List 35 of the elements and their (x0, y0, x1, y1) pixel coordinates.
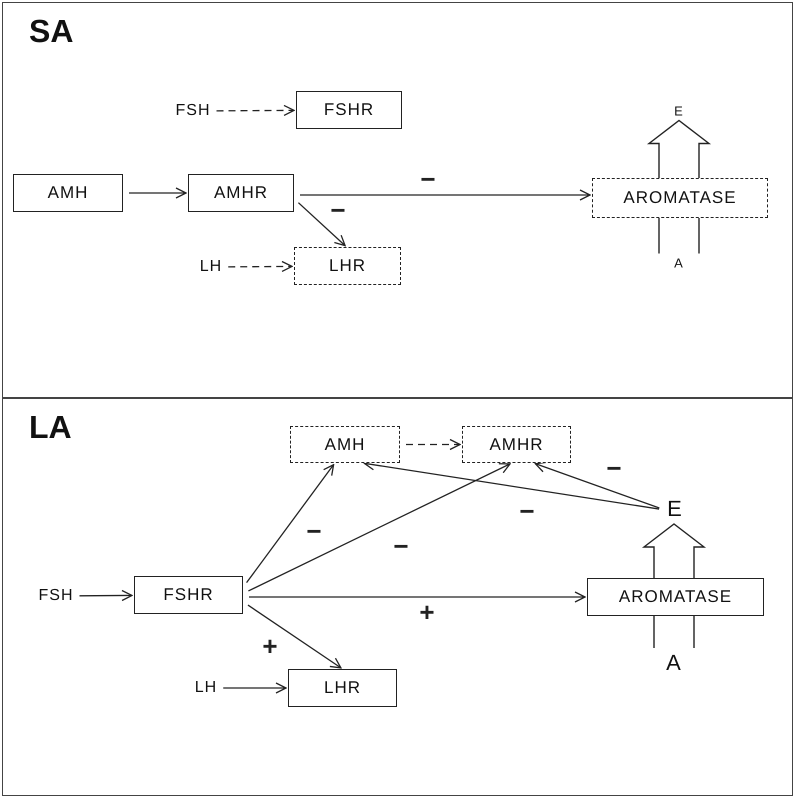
panel-background (2, 398, 793, 796)
process-box: FSHR (296, 91, 402, 129)
arrow (534, 462, 660, 509)
dashed-box: AMHR (462, 426, 571, 463)
node-label: E (674, 104, 684, 118)
arrow (129, 187, 187, 199)
node-label: FSH (176, 102, 210, 120)
arrow (298, 202, 346, 246)
arrow (249, 591, 586, 603)
process-box: LHR (288, 669, 397, 707)
arrow (228, 260, 293, 272)
arrow (406, 438, 461, 450)
arrow (248, 604, 342, 669)
node-label: E (667, 496, 683, 522)
node-label: A (674, 256, 684, 270)
process-box: FSHR (134, 576, 243, 614)
process-box: AMH (13, 174, 123, 212)
arrow (80, 590, 133, 602)
arrow (300, 189, 591, 201)
arrow (248, 463, 511, 592)
dashed-box: AROMATASE (592, 178, 768, 218)
arrow (216, 104, 295, 116)
node-label: A (666, 650, 682, 676)
process-box: AMHR (188, 174, 294, 212)
panel-heading: LA (29, 409, 72, 446)
process-box: AROMATASE (587, 578, 764, 616)
dashed-box: AMH (290, 426, 400, 463)
dashed-box: LHR (294, 247, 401, 285)
node-label: LH (200, 258, 222, 276)
arrow (223, 682, 287, 694)
node-label: FSH (38, 587, 74, 605)
node-label: LH (194, 679, 218, 697)
arrow (246, 464, 334, 584)
panel-background (2, 2, 793, 398)
panel-heading: SA (29, 13, 74, 50)
